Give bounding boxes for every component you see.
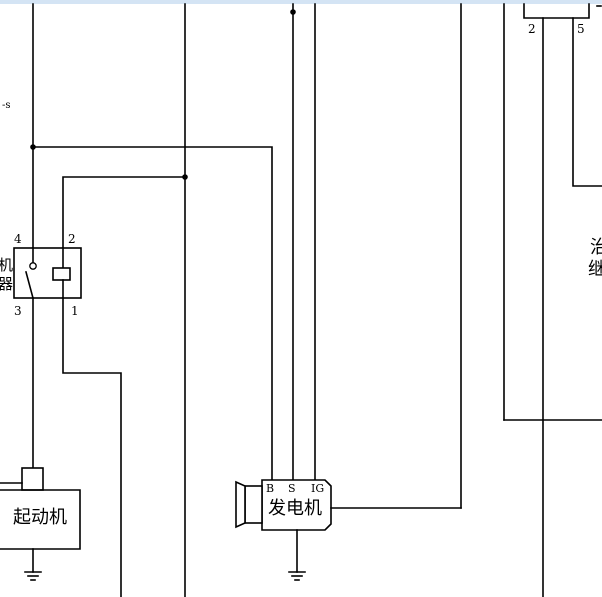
- relay-pin-2: 2: [68, 232, 76, 246]
- relay-side-label-top: 机: [0, 256, 13, 274]
- relay-pin-1: 1: [71, 304, 79, 318]
- starter-terminal: [21, 467, 44, 491]
- generator-label: 发电机: [268, 498, 322, 519]
- wire-relay-pin1: [62, 297, 122, 597]
- left-edge-text: -s: [2, 100, 11, 111]
- wire-relay-pin2: [62, 176, 186, 249]
- generator-terminal-s: S: [288, 482, 296, 495]
- wire-right-connector-pin5: [572, 17, 602, 187]
- relay-box: [13, 247, 82, 299]
- generator-terminal-ig: IG: [311, 482, 324, 495]
- junction-dot: [290, 9, 296, 15]
- generator-body: [261, 479, 332, 531]
- wire-to-gen-s: [32, 146, 273, 481]
- relay-switch-pivot: [29, 262, 37, 270]
- relay-pin-3: 3: [14, 304, 22, 318]
- relay-switch-blade: [25, 271, 34, 299]
- right-connector-body: [523, 3, 590, 19]
- relay-coil: [52, 267, 71, 281]
- right-connector-pin-2: 2: [528, 22, 536, 36]
- right-partial-label-bottom: 继: [588, 259, 602, 280]
- top-highlight-bar: [0, 0, 602, 4]
- relay-side-label-bottom: 器: [0, 275, 13, 293]
- starter-housing: [0, 489, 81, 550]
- relay-pin-4: 4: [14, 232, 22, 246]
- right-partial-label-top: 治: [590, 237, 602, 258]
- generator-terminal-b: B: [266, 482, 274, 495]
- generator-pulley-outer: [235, 480, 246, 529]
- generator-pulley-inner: [244, 485, 263, 524]
- starter-label: 起动机: [13, 507, 67, 528]
- right-connector-pin-5: 5: [577, 22, 585, 36]
